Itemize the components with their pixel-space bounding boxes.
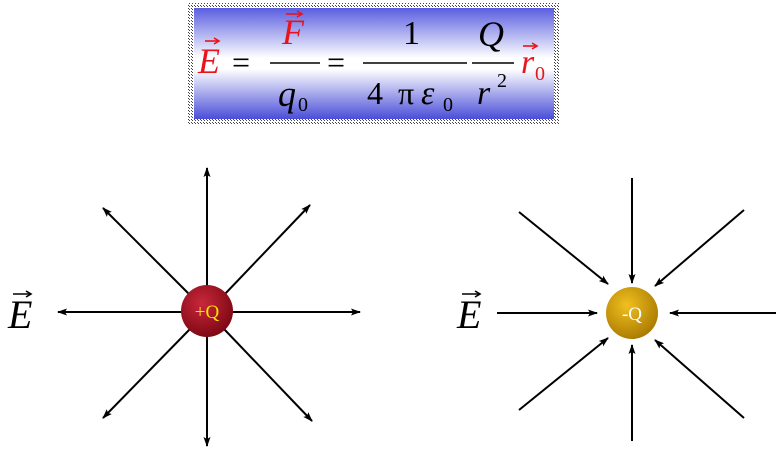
formula-equals-2: = [327,44,345,80]
formula-source-charge: Q [478,14,504,54]
field-line-from-top-left [518,211,609,285]
formula-test-charge: q [278,74,296,114]
negative-charge-label: -Q [622,304,642,325]
field-line-from-top-right [654,209,745,287]
formula-unit-vector: r [521,44,535,81]
formula-distance: r [477,75,491,112]
formula-one: 1 [403,15,420,52]
formula-pi: π [398,75,414,111]
field-line-down-left [102,328,191,419]
formula-unit-vector-sub: 0 [535,63,545,85]
negative-charge-field: E -Q [456,178,776,441]
positive-charge-field: E +Q [7,167,361,447]
vector-arrow-icon [13,290,33,298]
formula-lhs-symbol: E [197,41,220,81]
formula-test-charge-sub: 0 [298,94,308,116]
formula-four: 4 [367,75,383,111]
field-line-up-right [223,204,311,296]
field-line-from-bottom-left [518,337,609,411]
vector-arrow-icon [205,37,221,45]
vector-arrow-icon [286,10,304,18]
field-label-left: E [7,292,32,337]
formula-force-symbol: F [281,12,305,52]
field-line-from-bottom-right [654,339,745,419]
formula-box: E = F q 0 = 1 4 π ε 0 Q r 2 r 0 [188,3,560,125]
vector-arrow-icon [523,42,539,50]
vector-arrow-icon [462,290,482,298]
positive-charge-label: +Q [195,302,220,323]
positive-charge [181,285,233,337]
negative-charge [606,287,658,339]
formula-epsilon-sub: 0 [443,94,453,116]
field-label-right: E [456,292,481,337]
field-line-down-right [223,328,313,422]
field-line-up-left [102,207,191,296]
formula-distance-sup: 2 [497,70,507,92]
formula-equals-1: = [232,44,250,80]
formula-epsilon: ε [421,75,435,112]
